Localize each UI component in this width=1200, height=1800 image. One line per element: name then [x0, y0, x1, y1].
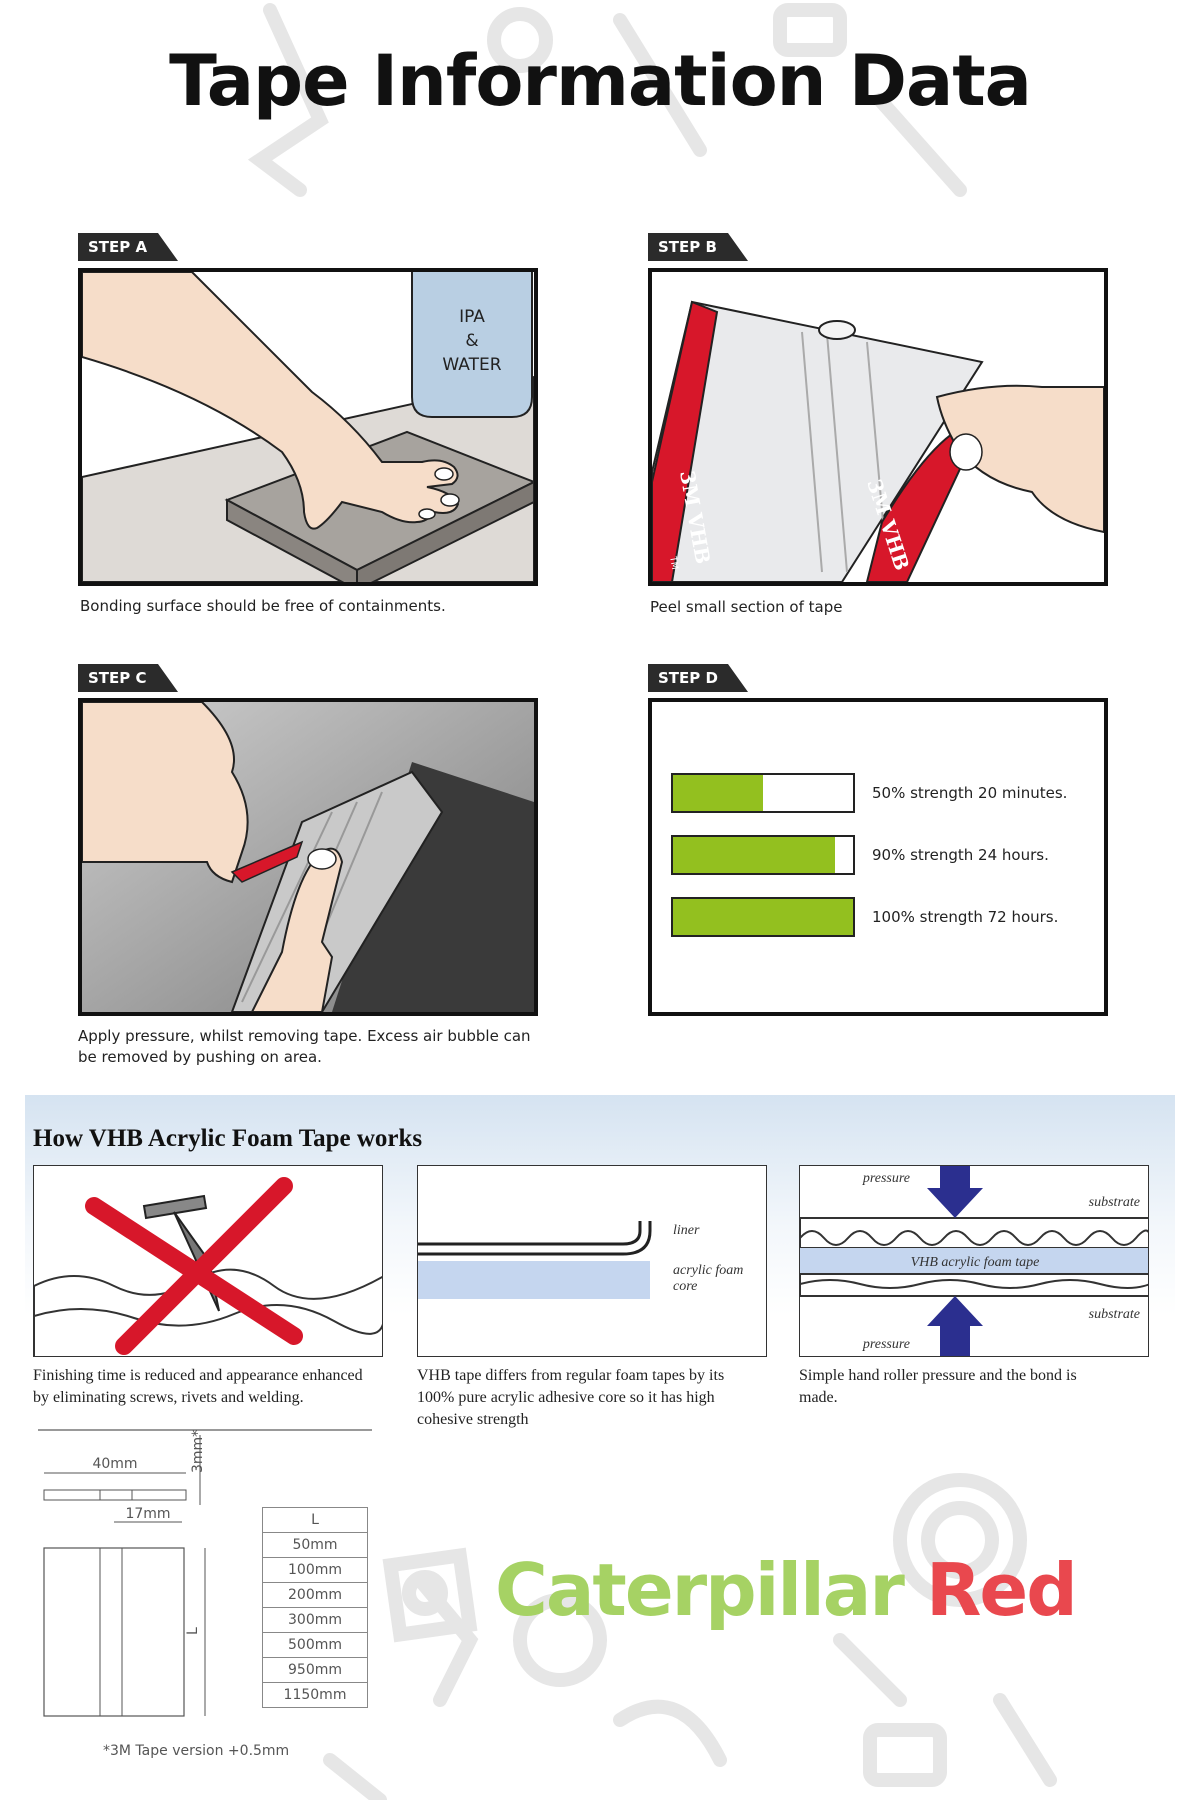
- strength-bar-90: [671, 835, 855, 875]
- brand-logo: Caterpillar Red: [495, 1548, 1078, 1632]
- vhb-caption-core-line2: 100% pure acrylic adhesive core so it ha…: [417, 1389, 715, 1406]
- length-option: 50mm: [262, 1532, 368, 1558]
- step-d-panel: 50% strength 20 minutes. 90% strength 24…: [648, 698, 1108, 1016]
- strength-label-50: 50% strength 20 minutes.: [872, 784, 1068, 802]
- step-a-illustration: IPA & WATER: [82, 272, 534, 582]
- gap-dimension-label: 17mm: [125, 1506, 170, 1522]
- vhb-caption-pressure-line1: Simple hand roller pressure and the bond…: [799, 1367, 1077, 1384]
- brand-name-part1: Caterpillar: [495, 1548, 905, 1632]
- strength-bar-90-fill: [673, 837, 835, 873]
- length-option: 500mm: [262, 1632, 368, 1658]
- thickness-dimension-label: 3mm*: [190, 1430, 206, 1473]
- step-d-tab: STEP D: [648, 664, 748, 692]
- step-a-sign-line3: WATER: [442, 355, 501, 375]
- vhb-caption-core-line1: VHB tape differs from regular foam tapes…: [417, 1367, 725, 1384]
- step-c-tab: STEP C: [78, 664, 178, 692]
- strength-bar-100-fill: [673, 899, 853, 935]
- strength-bar-100: [671, 897, 855, 937]
- core-label: core: [673, 1279, 697, 1294]
- vhb-caption-no-screws-line1: Finishing time is reduced and appearance…: [33, 1367, 363, 1384]
- substrate-top-label: substrate: [1089, 1195, 1140, 1210]
- step-b-tab: STEP B: [648, 233, 748, 261]
- step-c-caption-line2: be removed by pushing on area.: [78, 1048, 322, 1066]
- tape-version-footnote: *3M Tape version +0.5mm: [103, 1743, 290, 1759]
- vhb-caption-no-screws: Finishing time is reduced and appearance…: [33, 1365, 388, 1409]
- length-axis-label: L: [185, 1627, 201, 1635]
- no-screws-illustration: [34, 1177, 382, 1356]
- step-c-illustration: [82, 702, 534, 1012]
- tape-dimension-drawing: 40mm 3mm* 17mm L: [38, 1429, 372, 1717]
- vhb-caption-pressure-line2: made.: [799, 1389, 838, 1406]
- step-a-caption: Bonding surface should be free of contai…: [80, 597, 446, 615]
- length-table-header: L: [262, 1507, 368, 1533]
- step-a-sign-line2: &: [465, 331, 478, 351]
- step-c-caption: Apply pressure, whilst removing tape. Ex…: [78, 1026, 531, 1068]
- pressure-bottom-label: pressure: [862, 1337, 910, 1352]
- vhb-panel-pressure: pressure substrate VHB acrylic foam tape…: [799, 1165, 1149, 1357]
- length-option: 950mm: [262, 1657, 368, 1683]
- strength-bar-50: [671, 773, 855, 813]
- step-a-tab: STEP A: [78, 233, 178, 261]
- length-option: 1150mm: [262, 1682, 368, 1708]
- step-c-panel: [78, 698, 538, 1016]
- brand-name-part2: Red: [925, 1548, 1078, 1632]
- vhb-caption-core-line3: cohesive strength: [417, 1411, 529, 1428]
- length-option: 100mm: [262, 1557, 368, 1583]
- step-b-panel: 3M VHB 3M VHB TM: [648, 268, 1108, 586]
- strength-label-100: 100% strength 72 hours.: [872, 908, 1059, 926]
- length-option: 200mm: [262, 1582, 368, 1608]
- strength-bar-50-fill: [673, 775, 763, 811]
- page-title: Tape Information Data: [169, 40, 1032, 122]
- pressure-bond-illustration: pressure substrate VHB acrylic foam tape…: [800, 1166, 1148, 1356]
- vhb-caption-pressure: Simple hand roller pressure and the bond…: [799, 1365, 1154, 1409]
- step-c-caption-line1: Apply pressure, whilst removing tape. Ex…: [78, 1027, 531, 1045]
- acrylic-foam-label: acrylic foam: [673, 1263, 743, 1278]
- vhb-caption-no-screws-line2: by eliminating screws, rivets and weldin…: [33, 1389, 304, 1406]
- step-a-panel: IPA & WATER: [78, 268, 538, 586]
- step-b-tape-tm: TM: [667, 555, 679, 571]
- length-options-table: L 50mm 100mm 200mm 300mm 500mm 950mm 115…: [262, 1507, 368, 1708]
- pressure-top-label: pressure: [862, 1171, 910, 1186]
- vhb-section-title: How VHB Acrylic Foam Tape works: [33, 1125, 423, 1152]
- liner-label: liner: [673, 1223, 700, 1238]
- width-dimension-label: 40mm: [92, 1456, 137, 1472]
- step-a-sign-line1: IPA: [459, 307, 485, 327]
- acrylic-core-illustration: liner acrylic foam core: [418, 1221, 743, 1299]
- vhb-panel-core: liner acrylic foam core: [417, 1165, 767, 1357]
- length-option: 300mm: [262, 1607, 368, 1633]
- substrate-bottom-label: substrate: [1089, 1307, 1140, 1322]
- vhb-tape-label: VHB acrylic foam tape: [911, 1255, 1040, 1270]
- vhb-caption-core: VHB tape differs from regular foam tapes…: [417, 1365, 772, 1431]
- step-b-illustration: 3M VHB 3M VHB TM: [652, 300, 1104, 582]
- vhb-panel-no-screws: [33, 1165, 383, 1357]
- strength-label-90: 90% strength 24 hours.: [872, 846, 1049, 864]
- step-b-caption: Peel small section of tape: [650, 598, 843, 616]
